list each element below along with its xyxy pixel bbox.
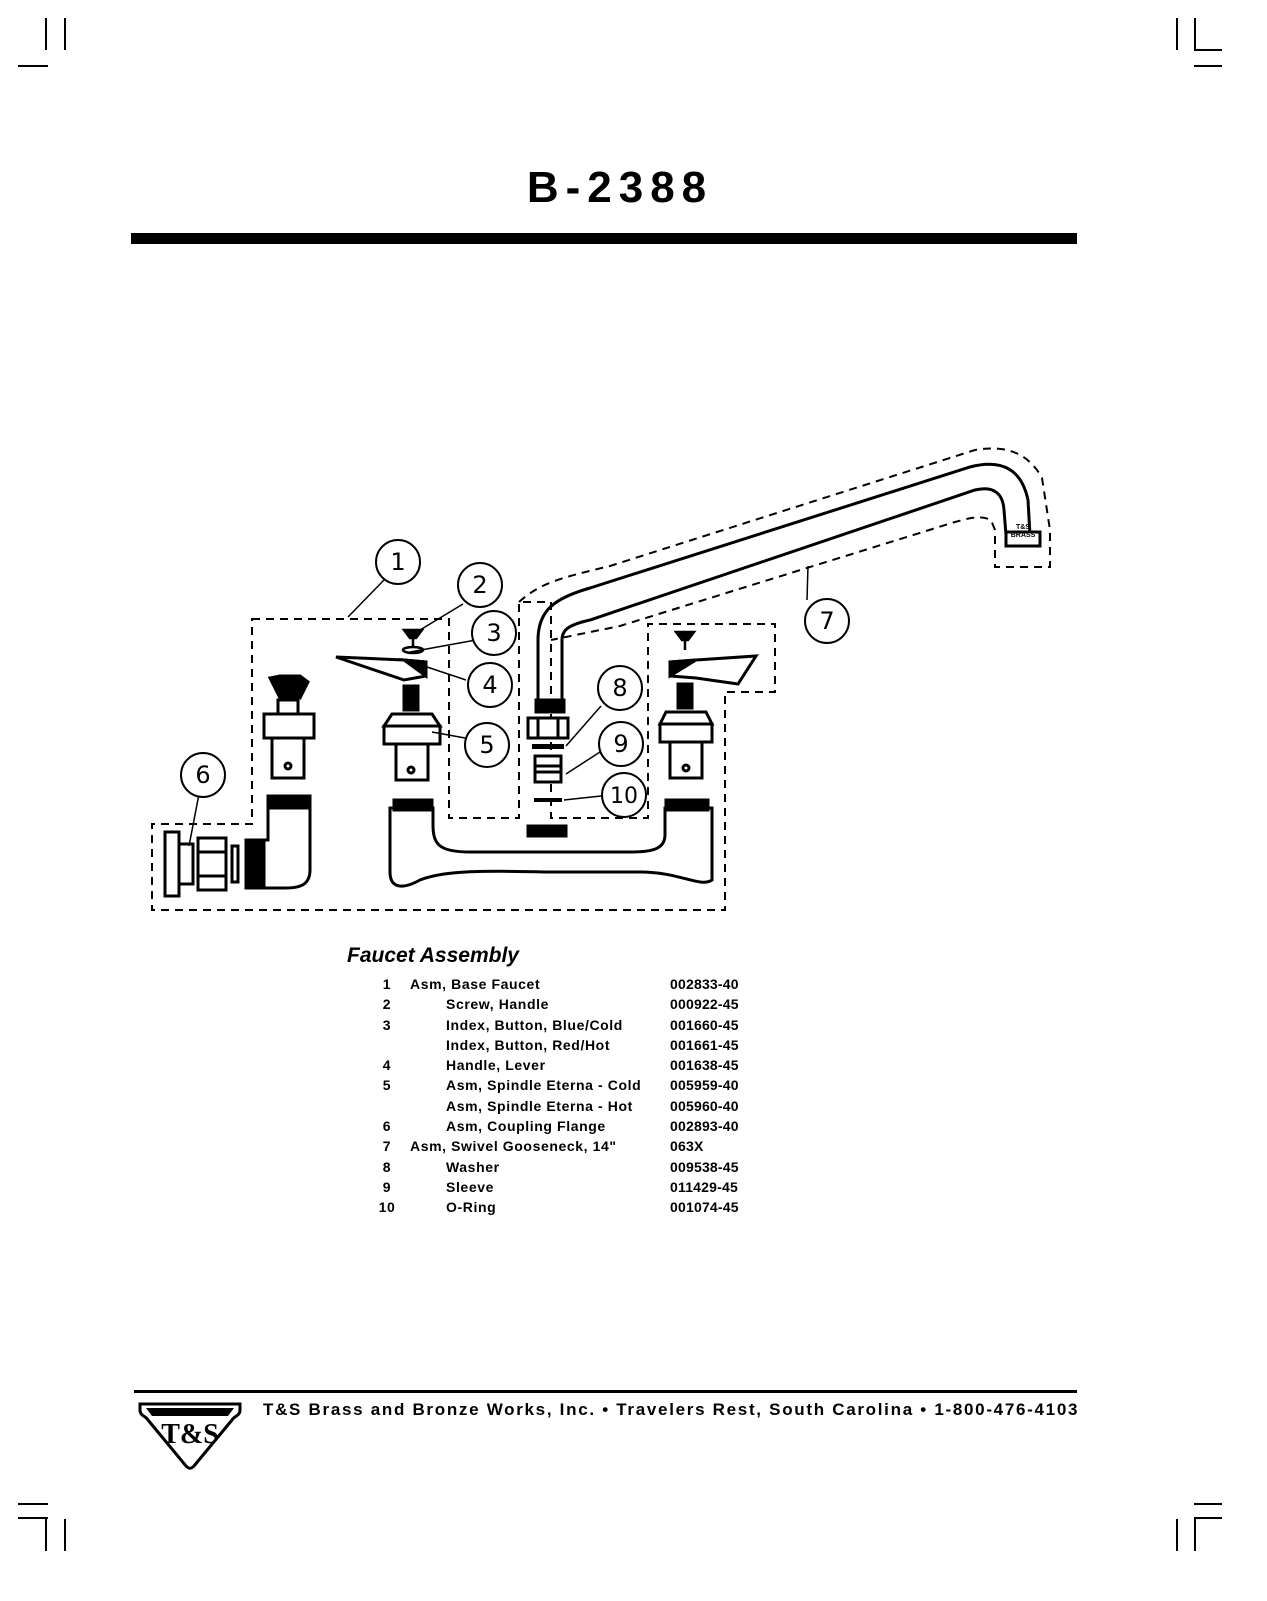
parts-row-part-number: 011429-45 [670, 1178, 738, 1195]
parts-row-description: Asm, Spindle Eterna - Cold [446, 1077, 642, 1094]
parts-row-number [364, 1096, 410, 1116]
parts-row-part-number: 000922-45 [670, 996, 739, 1013]
callout-10-bubble [601, 772, 647, 818]
callout-2-label: 2 [472, 571, 487, 599]
parts-row-part-number: 063X [670, 1138, 704, 1155]
parts-row-part-number: 009538-45 [670, 1158, 739, 1175]
parts-row-part-number: 005959-40 [670, 1077, 739, 1094]
callout-7-bubble [804, 598, 850, 644]
parts-row-part-number: 001074-45 [670, 1199, 739, 1216]
logo-text: T&S [161, 1419, 219, 1450]
base-body [388, 798, 714, 888]
callout-3-label: 3 [486, 619, 501, 647]
parts-row: 8 Washer 009538-45 [364, 1157, 739, 1177]
parts-row-description: Index, Button, Red/Hot [446, 1036, 611, 1053]
sleeve [533, 754, 563, 784]
callout-6-bubble [180, 752, 226, 798]
spout-stamp-line-1: T&S [1016, 524, 1030, 531]
handle-lever-left [335, 655, 428, 682]
parts-row: 2 Screw, Handle 000922-45 [364, 994, 739, 1014]
spout-stamp-line-2: BRASS [1011, 532, 1036, 539]
parts-row-number: 6 [382, 1118, 392, 1135]
washer [532, 744, 564, 749]
parts-row-number: 10 [378, 1199, 396, 1216]
callout-9-bubble [598, 721, 644, 767]
title-rule [131, 233, 1077, 244]
callout-5-bubble [464, 722, 510, 768]
parts-row: 9 Sleeve 011429-45 [364, 1177, 739, 1197]
handle-screw-right [673, 630, 697, 650]
parts-row: 1 Asm, Base Faucet 002833-40 [364, 974, 739, 994]
parts-row-description: Asm, Spindle Eterna - Hot [446, 1097, 633, 1114]
callout-8-label: 8 [612, 674, 627, 702]
parts-row: 5 Asm, Spindle Eterna - Cold 005959-40 [364, 1075, 739, 1095]
parts-row-part-number: 002833-40 [670, 976, 739, 992]
parts-row: 7 Asm, Swivel Gooseneck, 14" 063X [364, 1136, 739, 1156]
parts-row-description: Asm, Coupling Flange [446, 1118, 606, 1135]
gooseneck-group-outline [518, 447, 1051, 641]
coupling-flange [163, 830, 240, 898]
parts-row-number: 4 [382, 1057, 392, 1074]
parts-row-description: Index, Button, Blue/Cold [446, 1016, 623, 1033]
parts-list-table: 1 Asm, Base Faucet 002833-40 2 Screw, Handle… [364, 974, 739, 1218]
parts-row: Asm, Spindle Eterna - Hot 005960-40 [364, 1096, 739, 1116]
base-faucet-group-outline [151, 601, 776, 911]
spindle-left [262, 674, 316, 780]
parts-row-description: Handle, Lever [446, 1057, 546, 1074]
parts-row-part-number: 002893-40 [670, 1118, 739, 1135]
callout-4-bubble [467, 662, 513, 708]
callout-5-label: 5 [479, 731, 494, 759]
footer-rule [134, 1390, 1077, 1393]
parts-row: 4 Handle, Lever 001638-45 [364, 1055, 739, 1075]
footer-company-line: T&S Brass and Bronze Works, Inc. • Trave… [263, 1400, 1080, 1419]
parts-row-number: 5 [382, 1077, 392, 1094]
o-ring [534, 798, 562, 802]
parts-row-description: Washer [446, 1158, 500, 1175]
parts-row-description: Screw, Handle [446, 996, 549, 1013]
callout-4-label: 4 [482, 671, 497, 699]
parts-row-number: 9 [382, 1178, 392, 1195]
callout-3-bubble [471, 610, 517, 656]
coupling-elbow [244, 794, 312, 890]
parts-row: 10 O-Ring 001074-45 [364, 1197, 739, 1217]
parts-row-part-number: 001660-45 [670, 1016, 739, 1033]
handle-lever-right [668, 654, 759, 686]
faucet-exploded-diagram: T&S BRASS [151, 447, 1051, 911]
parts-row-description: Sleeve [446, 1178, 494, 1195]
parts-row-description: Asm, Swivel Gooseneck, 14" [410, 1138, 617, 1155]
parts-row-number: 1 [382, 976, 392, 992]
parts-row-number: 7 [382, 1138, 392, 1155]
handle-screw-left [401, 628, 425, 655]
parts-row-part-number: 005960-40 [670, 1097, 739, 1114]
callout-8-bubble [597, 665, 643, 711]
callout-9-label: 9 [613, 730, 628, 758]
parts-row: 6 Asm, Coupling Flange 002893-40 [364, 1116, 739, 1136]
parts-row-number: 8 [382, 1158, 392, 1175]
gooseneck-nut [526, 716, 570, 740]
callout-2-bubble [457, 562, 503, 608]
parts-row: Index, Button, Red/Hot 001661-45 [364, 1035, 739, 1055]
parts-row-part-number: 001661-45 [670, 1036, 739, 1053]
ts-logo: T&S [138, 1402, 242, 1470]
callout-6-label: 6 [195, 761, 210, 789]
parts-list-heading: Faucet Assembly [347, 944, 519, 967]
spindle-cold [381, 684, 443, 782]
parts-row-part-number: 001638-45 [670, 1057, 739, 1074]
parts-row: 3 Index, Button, Blue/Cold 001660-45 [364, 1015, 739, 1035]
parts-row-number: 2 [382, 996, 392, 1013]
swivel-gooseneck [534, 462, 1042, 714]
parts-row-number: 3 [382, 1016, 392, 1033]
callout-1-bubble [375, 539, 421, 585]
spindle-hot [657, 682, 715, 780]
parts-row-description: O-Ring [446, 1199, 497, 1216]
callout-leaders [188, 565, 809, 847]
page-title: B-2388 [526, 163, 714, 212]
parts-row-number [364, 1035, 410, 1055]
callout-1-label: 1 [390, 548, 405, 576]
callout-7-label: 7 [819, 607, 834, 635]
callout-10-label: 10 [610, 784, 638, 809]
parts-row-description: Asm, Base Faucet [410, 976, 541, 992]
